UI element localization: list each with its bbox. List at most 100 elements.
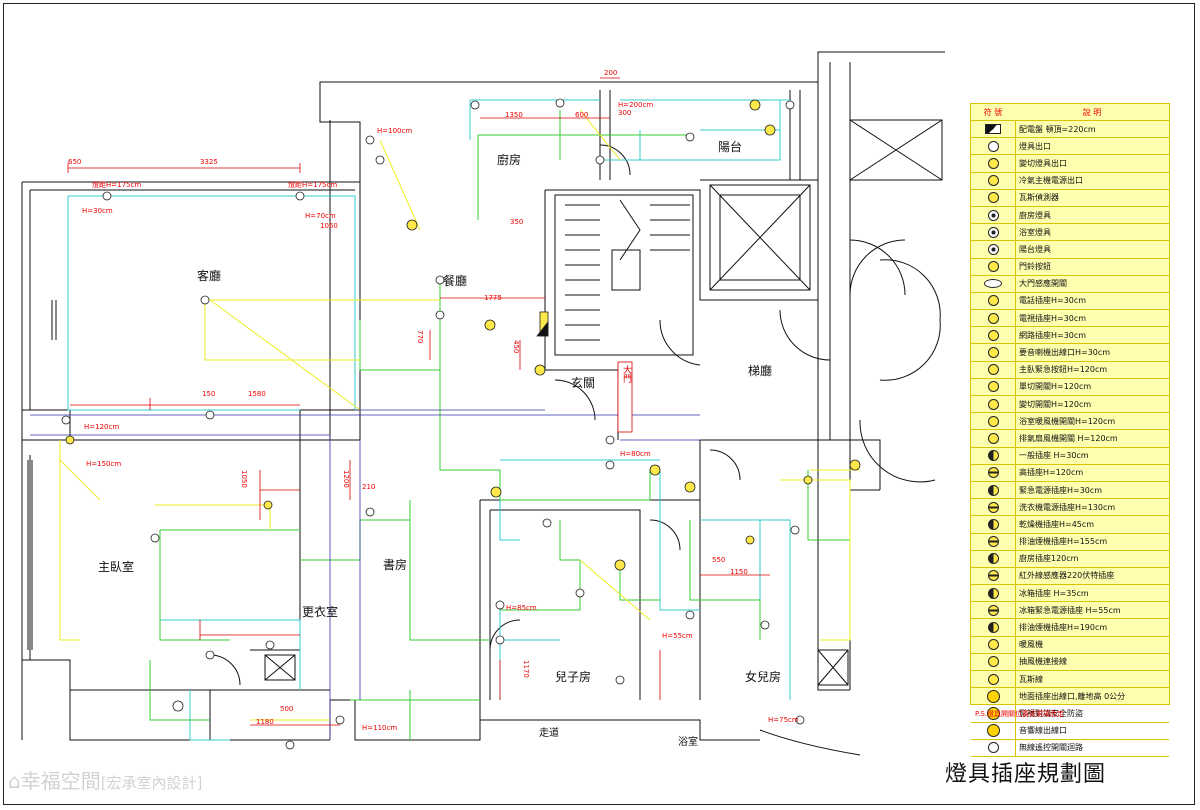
legend-symbol-cell [971, 619, 1016, 636]
legend-row: 浴室燈具 [971, 224, 1169, 242]
dim-1050: 1050 [240, 470, 248, 488]
security-icon [986, 706, 1000, 720]
legend-text: 高插座H=120cm [1019, 468, 1084, 478]
fridge-outlet-icon [987, 587, 999, 599]
legend-symbol-cell [971, 292, 1016, 310]
legend-row: 排氣扇風機開關 H=120cm [971, 430, 1169, 448]
distribution-box-icon [985, 124, 1001, 135]
audio-icon [986, 724, 1000, 738]
dim-1170: 1170 [522, 660, 530, 678]
note-h200: H=200cm [618, 101, 654, 109]
dim-650: 650 [68, 158, 82, 166]
legend-symbol-cell [971, 138, 1016, 155]
legend-row: 門鈴按鈕 [971, 258, 1169, 276]
legend-symbol-cell [971, 224, 1016, 241]
heater-outlet-icon [987, 622, 999, 634]
legend-symbol-cell [971, 378, 1016, 395]
legend-symbol-cell [971, 688, 1016, 705]
legend-text: 緊急電源插座H=30cm [1019, 485, 1103, 495]
legend-symbol-cell [971, 567, 1016, 585]
note-h70: H=70cm [305, 212, 336, 220]
room-kitchen: 廚房 [497, 153, 522, 167]
legend-symbol-cell [971, 585, 1016, 602]
room-closet: 更衣室 [302, 605, 339, 619]
legend-symbol-cell [971, 189, 1016, 206]
gas-icon [987, 192, 999, 204]
bath-fan-icon [987, 415, 999, 427]
dim-450: 450 [512, 340, 520, 354]
room-daughter: 女兒房 [745, 670, 782, 684]
legend-text: 無線遙控開關迴路 [1019, 743, 1083, 753]
legend-symbol-cell [971, 653, 1016, 670]
legend-symbol-cell [971, 550, 1016, 567]
dim-550: 550 [712, 556, 726, 564]
tv-icon [987, 312, 999, 324]
drawing-title: 燈具插座規劃圖 [945, 762, 1107, 787]
note-h80: H=80cm [620, 450, 651, 458]
legend-text: 燈具出口 [1019, 141, 1051, 151]
legend-row: 電話插座H=30cm [971, 292, 1169, 311]
dim-1580: 1580 [248, 390, 266, 398]
legend-text: 陽台燈具 [1019, 244, 1051, 254]
note-h120a: H=120cm [84, 423, 120, 431]
legend-symbol-cell [971, 722, 1016, 739]
legend-symbol-cell [971, 155, 1016, 172]
legend-row: 大門感應開關 [971, 275, 1169, 293]
legend-symbol-cell [971, 121, 1016, 138]
legend-row: 緊急電源插座H=30cm [971, 481, 1169, 500]
legend-text: 一般插座 H=30cm [1019, 451, 1089, 461]
watermark-sub: [宏承室內設計] [100, 774, 203, 792]
drawing-frame [3, 3, 1195, 805]
legend-text: 主臥緊急按鈕H=120cm [1019, 365, 1108, 375]
room-stair: 梯廳 [748, 364, 773, 378]
legend-text: 暖風機 [1019, 640, 1043, 650]
special-outlet-icon [987, 570, 999, 582]
legend-row: 瓦斯偵測器 [971, 189, 1169, 207]
fixtures [61, 98, 861, 750]
legend-symbol-cell [971, 516, 1016, 533]
legend-text: 排油煙機插座H=190cm [1019, 623, 1108, 633]
legend-row: 乾燥機插座H=45cm [971, 516, 1169, 534]
door-strip-icon [984, 279, 1002, 289]
legend-symbol-cell [971, 499, 1016, 516]
legend-row: 變切燈具出口 [971, 155, 1169, 173]
legend-text: 要音喇機出線口H=30cm [1019, 348, 1111, 358]
legend-text: 電視插座H=30cm [1019, 313, 1087, 323]
kitchen-outlet-icon [987, 553, 999, 565]
fan-switch-icon [987, 432, 999, 444]
wiring-blue [30, 409, 700, 740]
legend-text: 浴室燈具 [1019, 227, 1051, 237]
note-h55: H=55cm [662, 632, 693, 640]
legend-header-symbol: 符 號 [983, 107, 1003, 117]
legend-symbol-cell [971, 739, 1016, 756]
legend-row: 網路插座H=30cm [971, 327, 1169, 345]
legend-text: 洗衣機電源插座H=130cm [1019, 502, 1116, 512]
legend-symbol-cell [971, 602, 1016, 619]
dim-210: 210 [362, 483, 376, 491]
outlet-icon [987, 450, 999, 462]
legend-text: 變切開關H=120cm [1019, 399, 1092, 409]
legend-text: 音響線出線口 [1019, 726, 1067, 736]
dim-1350: 1350 [505, 111, 523, 119]
legend-row: 配電盤 頓頂=220cm [971, 121, 1169, 139]
legend-row: 陽台燈具 [971, 241, 1169, 259]
room-entry: 玄關 [571, 376, 596, 390]
legend-text: 浴室暖風機開關H=120cm [1019, 416, 1116, 426]
ac-outlet-icon [987, 175, 999, 187]
legend-symbol-cell [971, 361, 1016, 378]
legend-row: 排油煙機插座H=190cm [971, 619, 1169, 637]
legend-row: 電視插座H=30cm [971, 310, 1169, 328]
legend-text: 廚房插座120cm [1019, 554, 1079, 564]
gas-valve-icon [987, 673, 999, 685]
legend-text: 地面插座出線口,離地高 0公分 [1019, 691, 1126, 701]
watermark: ⌂幸福空間[宏承室內設計] [8, 765, 202, 794]
legend-row: 變切開關H=120cm [971, 396, 1169, 414]
legend-text: 抽風機連接線 [1019, 657, 1067, 667]
legend-text: 門鈴按鈕 [1019, 262, 1051, 272]
kitchen-light-icon [987, 209, 999, 221]
legend-text: 電話插座H=30cm [1019, 296, 1087, 306]
dim-1775: 1775 [484, 294, 502, 302]
legend-text: 網路插座H=30cm [1019, 330, 1087, 340]
note-h175b: 燈距H=175cm [288, 181, 338, 189]
